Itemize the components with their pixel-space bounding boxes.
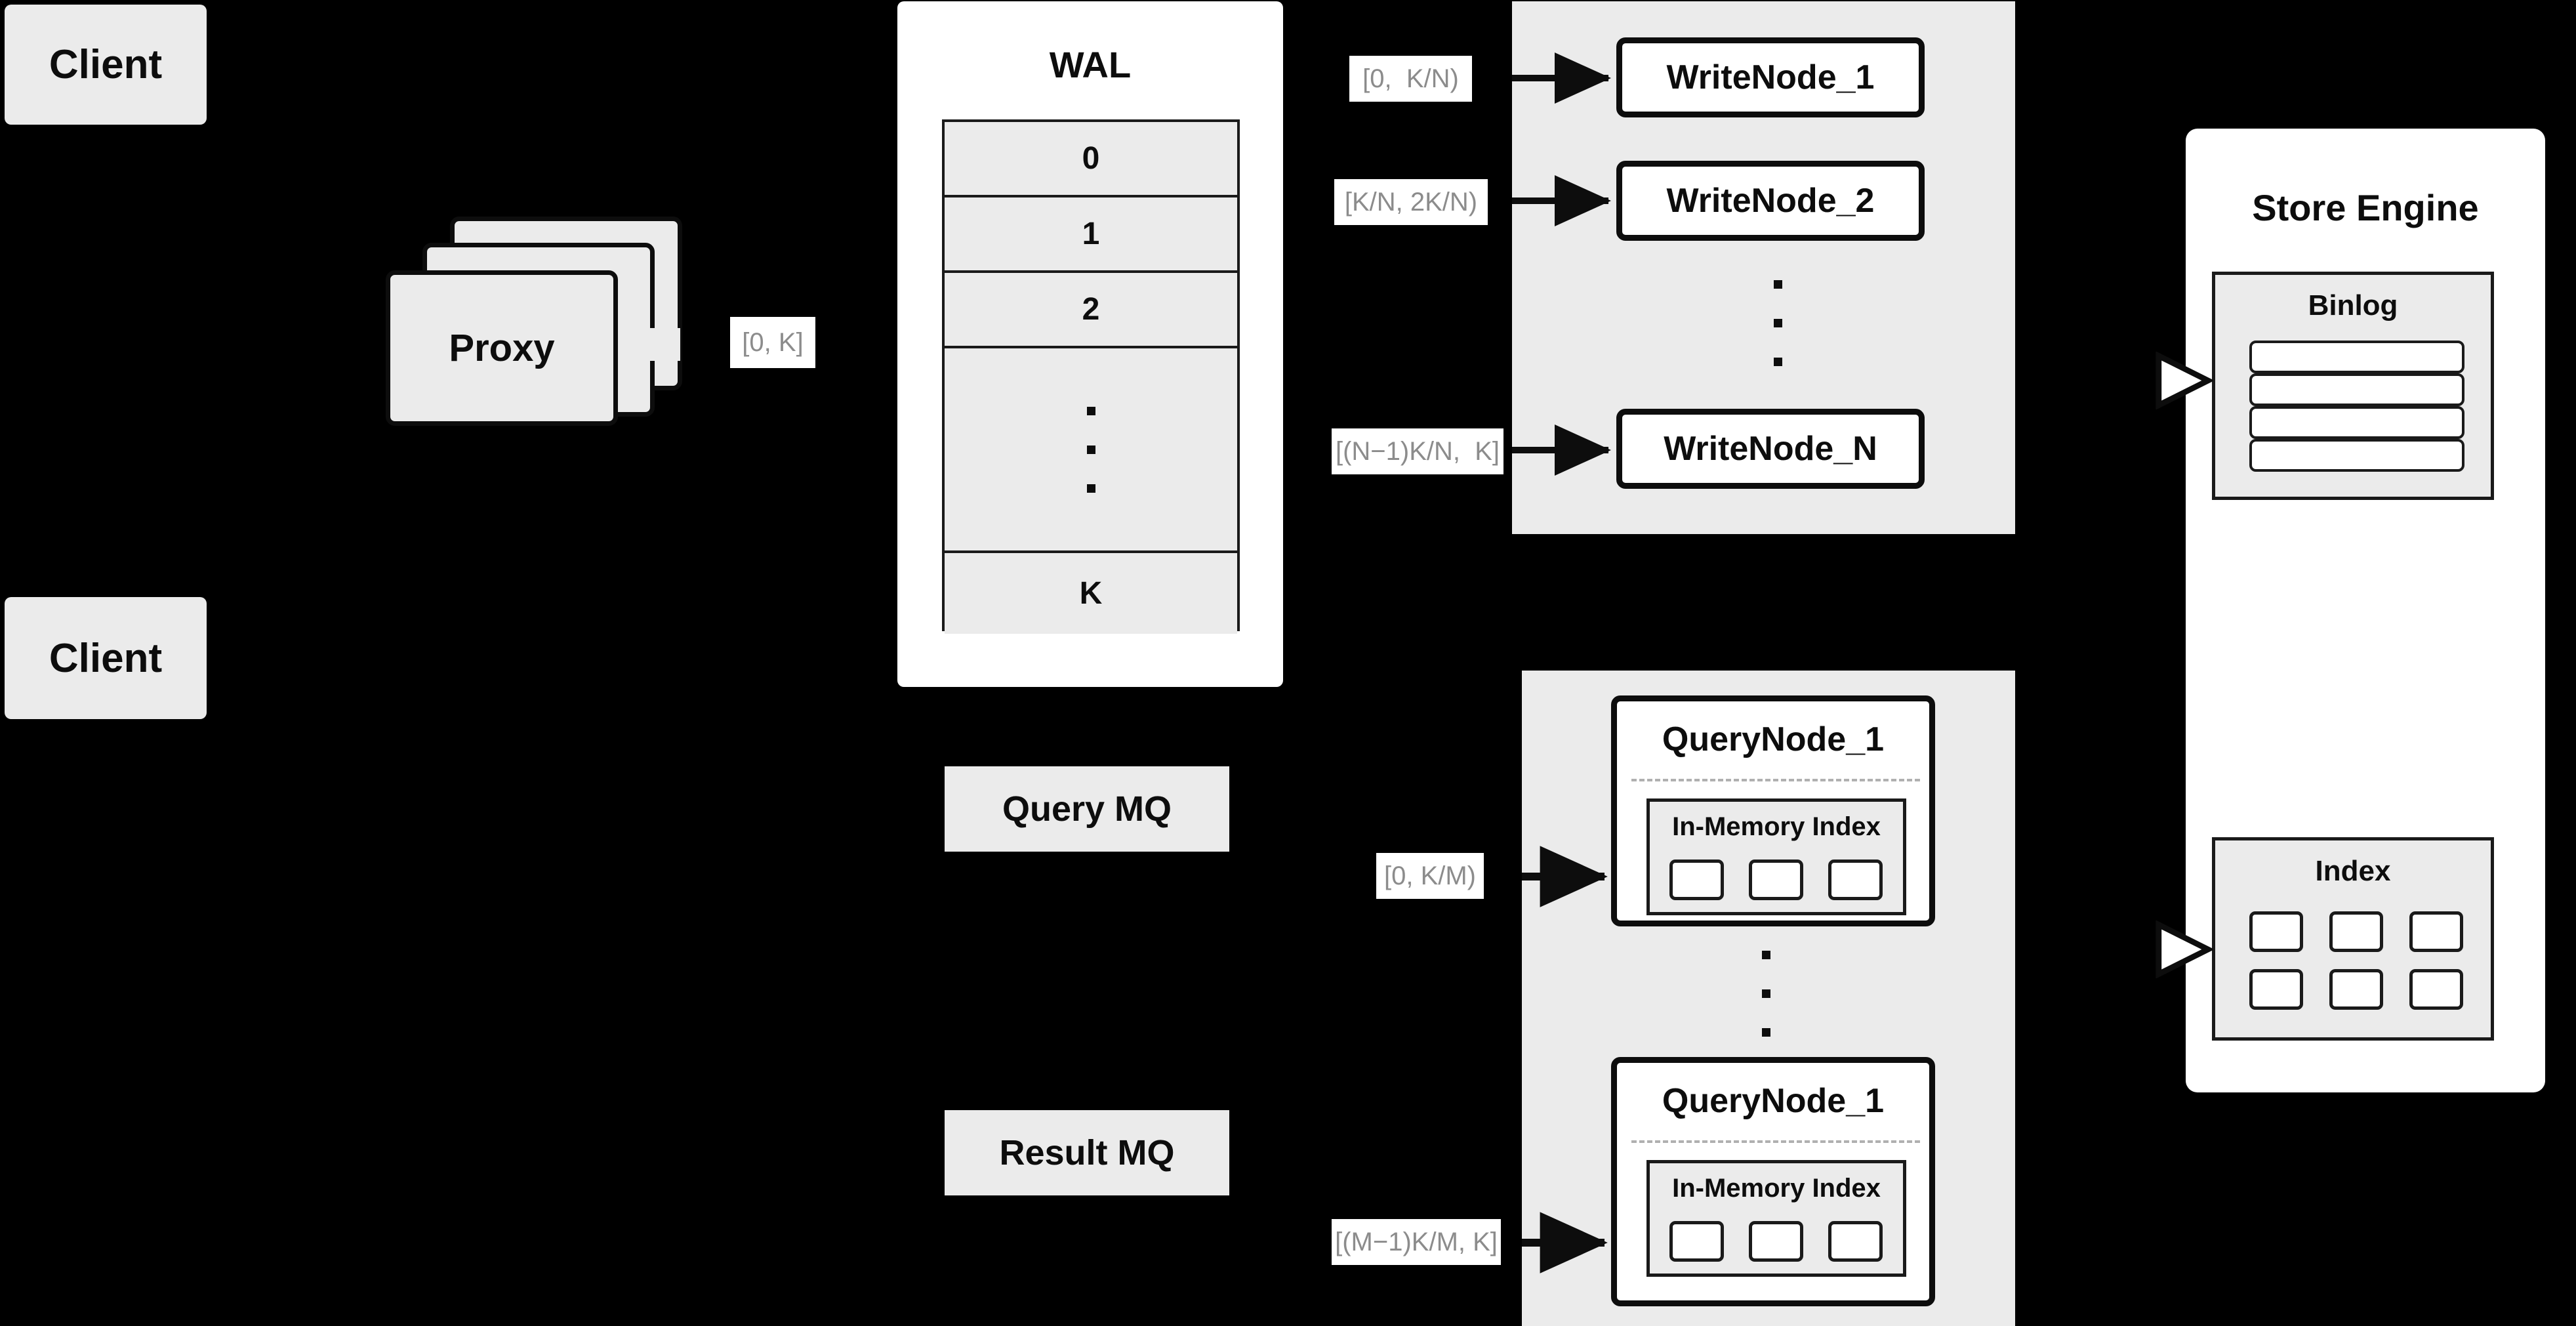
wal-title: WAL (1049, 44, 1132, 85)
ellipsis-dot-icon (1773, 358, 1782, 366)
index-chip (2329, 911, 2383, 952)
query-node-m-range-label: [(M−1)K/M, K] (1332, 1219, 1501, 1265)
index-chip (1669, 1221, 1724, 1262)
ellipsis-dot-icon (1086, 445, 1095, 454)
write-node-2-range-label: [K/N, 2K/N) (1334, 179, 1488, 225)
ellipsis-dot-icon (1086, 484, 1095, 493)
query-node-divider (1631, 1140, 1920, 1143)
query-node-ellipsis (1753, 943, 1779, 1045)
result-mq-box[interactable]: Result MQ (945, 1110, 1229, 1195)
query-node-1[interactable]: QueryNode_1 In-Memory Index (1611, 695, 1935, 926)
index-chip (2409, 911, 2463, 952)
query-node-title: QueryNode_1 (1662, 1082, 1885, 1120)
write-node-label: WriteNode_1 (1666, 58, 1875, 96)
ellipsis-dot-icon (1761, 951, 1770, 959)
ellipsis-dot-icon (1761, 989, 1770, 998)
query-node-title: QueryNode_1 (1662, 720, 1885, 758)
index-chip (1828, 1221, 1883, 1262)
proxy-stack-notch (640, 328, 680, 361)
in-memory-index-panel: In-Memory Index (1646, 798, 1906, 915)
ellipsis-dot-icon (1761, 1028, 1770, 1037)
wal-row: 1 (945, 197, 1237, 273)
client-box-1[interactable]: Client (5, 5, 207, 125)
in-memory-index-title: In-Memory Index (1672, 812, 1881, 841)
index-chip (2249, 911, 2303, 952)
binlog-entry (2249, 341, 2464, 373)
write-node-1[interactable]: WriteNode_1 (1616, 37, 1925, 117)
index-chip (2329, 969, 2383, 1010)
store-engine-title: Store Engine (2252, 187, 2479, 228)
wal-row-ellipsis (945, 348, 1237, 553)
ellipsis-dot-icon (1773, 319, 1782, 327)
proxy-label: Proxy (449, 327, 555, 369)
client-label: Client (49, 635, 163, 681)
query-mq-label: Query MQ (1002, 789, 1172, 829)
in-memory-index-panel: In-Memory Index (1646, 1160, 1906, 1277)
index-panel: Index (2212, 837, 2494, 1041)
query-node-divider (1631, 779, 1920, 781)
client-label: Client (49, 42, 163, 87)
query-mq-box[interactable]: Query MQ (945, 766, 1229, 852)
index-title: Index (2315, 855, 2391, 887)
index-chip (2409, 969, 2463, 1010)
in-memory-index-title: In-Memory Index (1672, 1174, 1881, 1203)
index-chip (1828, 860, 1883, 900)
write-node-2[interactable]: WriteNode_2 (1616, 161, 1925, 241)
write-node-1-range-label: [0, K/N) (1349, 56, 1472, 102)
proxy-card-front[interactable]: Proxy (386, 270, 618, 426)
wal-panel: WAL 0 1 2 K (897, 1, 1283, 687)
result-mq-label: Result MQ (999, 1133, 1175, 1172)
ellipsis-dot-icon (1086, 406, 1095, 415)
proxy-range-label: [0, K] (730, 317, 815, 368)
write-node-ellipsis (1765, 272, 1791, 374)
index-chip (1749, 1221, 1803, 1262)
write-node-n-range-label: [(N−1)K/N, K] (1332, 428, 1503, 474)
wal-entry-table: 0 1 2 K (942, 119, 1240, 634)
binlog-entry (2249, 439, 2464, 472)
write-node-n[interactable]: WriteNode_N (1616, 409, 1925, 489)
ellipsis-dot-icon (1773, 280, 1782, 289)
index-chip (1669, 860, 1724, 900)
binlog-title: Binlog (2308, 289, 2398, 321)
wal-row: 0 (945, 122, 1237, 197)
write-node-label: WriteNode_2 (1666, 182, 1875, 220)
index-chip (2249, 969, 2303, 1010)
binlog-panel: Binlog (2212, 272, 2494, 500)
write-node-label: WriteNode_N (1664, 430, 1877, 468)
binlog-entry (2249, 373, 2464, 406)
query-node-1-range-label: [0, K/M) (1376, 853, 1484, 899)
query-node-m[interactable]: QueryNode_1 In-Memory Index (1611, 1057, 1935, 1306)
store-engine-panel: Store Engine Binlog Index (2186, 129, 2545, 1092)
wal-row: K (945, 553, 1237, 634)
wal-row: 2 (945, 273, 1237, 348)
index-chip (1749, 860, 1803, 900)
binlog-entry (2249, 406, 2464, 439)
client-box-2[interactable]: Client (5, 597, 207, 719)
